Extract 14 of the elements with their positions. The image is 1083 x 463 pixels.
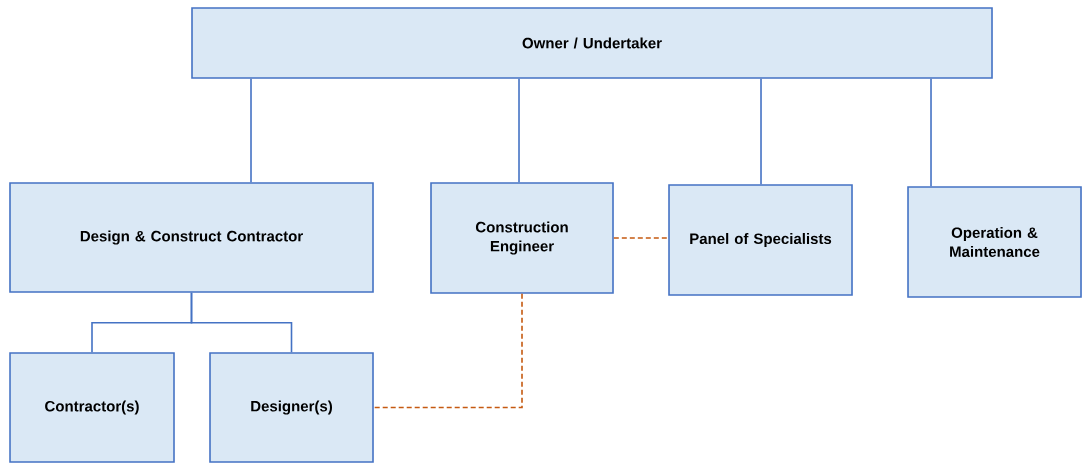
connector-line [930,78,932,187]
connector-line [250,78,252,183]
connector-line [760,78,762,185]
org-box: Contractor(s) [9,352,175,463]
org-box: Design & Construct Contractor [9,182,374,293]
org-box: Construction Engineer [430,182,614,294]
connector-line [613,237,669,239]
connector-line [373,293,523,409]
connector-line [190,292,293,353]
org-box: Owner / Undertaker [191,7,993,79]
org-box: Panel of Specialists [668,184,853,296]
connector-line [518,78,520,183]
org-box: Operation & Maintenance [907,186,1082,298]
org-box: Designer(s) [209,352,374,463]
